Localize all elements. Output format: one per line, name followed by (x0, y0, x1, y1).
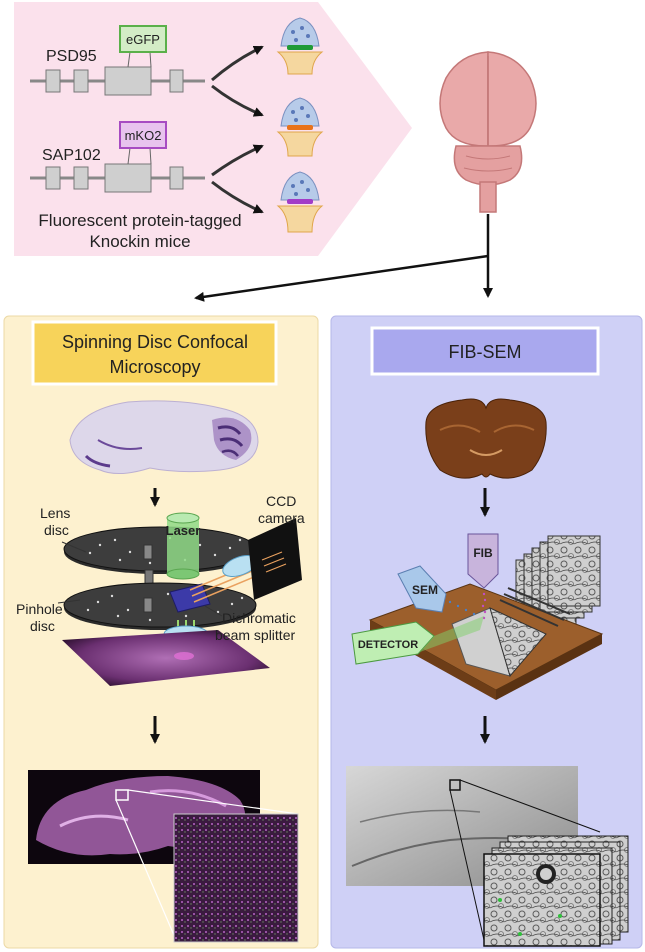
ccd-camera (248, 518, 302, 600)
top-caption-line1: Fluorescent protein-tagged (38, 211, 241, 230)
confocal-title-line2: Microscopy (109, 357, 200, 377)
exon (169, 69, 184, 93)
lens-disc-label-2: disc (44, 522, 69, 538)
pinhole-label-1: Pinhole (16, 601, 63, 617)
tag-connector (149, 51, 152, 68)
fib-label: FIB (473, 546, 493, 560)
laser-beam (167, 518, 199, 574)
pinhole-label-2: disc (30, 618, 55, 634)
exon (104, 66, 152, 96)
branch-arrows (194, 214, 493, 302)
fibsem-panel: FIB-SEM (330, 315, 643, 949)
em-zoom-stack (483, 835, 629, 947)
ccd-label-1: CCD (266, 493, 296, 509)
synapse-arrows (211, 45, 264, 214)
laser-label: Laser (166, 523, 201, 538)
tag-box (119, 25, 167, 53)
dichro-label-2: beam splitter (215, 627, 295, 643)
fibsem-title: FIB-SEM (448, 342, 521, 362)
confocal-title-line1: Spinning Disc Confocal (62, 332, 248, 352)
tag-box (119, 121, 167, 149)
exon (73, 69, 89, 93)
arrow-to-confocal (194, 254, 489, 302)
ccd-label-2: camera (258, 510, 305, 526)
beam-splitter (169, 583, 211, 613)
synapse-icon-green (276, 17, 324, 75)
fib-column (467, 533, 499, 589)
gene-sap102: SAP102 mKO2 (30, 121, 205, 193)
tag-connector (127, 147, 131, 165)
dichro-pointer (204, 605, 223, 617)
spinning-disc-diagram: Laser (16, 493, 305, 686)
detector-label: DETECTOR (358, 639, 418, 651)
fibsem-title-box (370, 326, 600, 376)
exon (104, 163, 152, 193)
gene-label: PSD95 (46, 48, 97, 65)
gene-psd95: PSD95 eGFP (30, 25, 205, 96)
fibsem-result (346, 766, 629, 947)
em-stack (515, 535, 601, 631)
arrow (211, 144, 264, 177)
arrow (211, 84, 264, 117)
confocal-panel: Spinning Disc Confocal Microscopy (3, 315, 319, 949)
tag-connector (127, 51, 131, 68)
exon (169, 166, 184, 190)
fibsem-diagram: FIB SEM DETECTOR (351, 533, 604, 700)
arrow (211, 45, 264, 82)
confocal-sample-image (62, 630, 270, 686)
top-caption-line2: Knockin mice (89, 232, 190, 251)
lens-disc-pointer (61, 541, 87, 553)
arrow (211, 180, 264, 214)
lens-disc-label-1: Lens (40, 505, 70, 521)
sagittal-brain-section (69, 400, 259, 474)
tag-label: mKO2 (125, 128, 162, 143)
confocal-title-box (31, 320, 278, 386)
tag-label: eGFP (126, 32, 160, 47)
detector (351, 621, 435, 665)
brain-icon (439, 51, 537, 213)
exon (45, 166, 61, 190)
top-section: PSD95 eGFP SAP102 mKO2 (14, 2, 537, 302)
dichro-label-1: Dichromatic (222, 610, 296, 626)
confocal-result (28, 770, 299, 943)
synapse-icon-orange (276, 97, 324, 157)
sem-label: SEM (412, 583, 438, 597)
gene-label: SAP102 (42, 147, 101, 164)
sem-column (397, 565, 447, 613)
tag-connector (149, 147, 152, 165)
exon (45, 69, 61, 93)
confocal-zoom-image (173, 813, 299, 943)
exon (73, 166, 89, 190)
synapse-icon-purple (276, 171, 324, 233)
coronal-brain-section (425, 398, 547, 479)
pinhole-pointer (57, 599, 81, 604)
